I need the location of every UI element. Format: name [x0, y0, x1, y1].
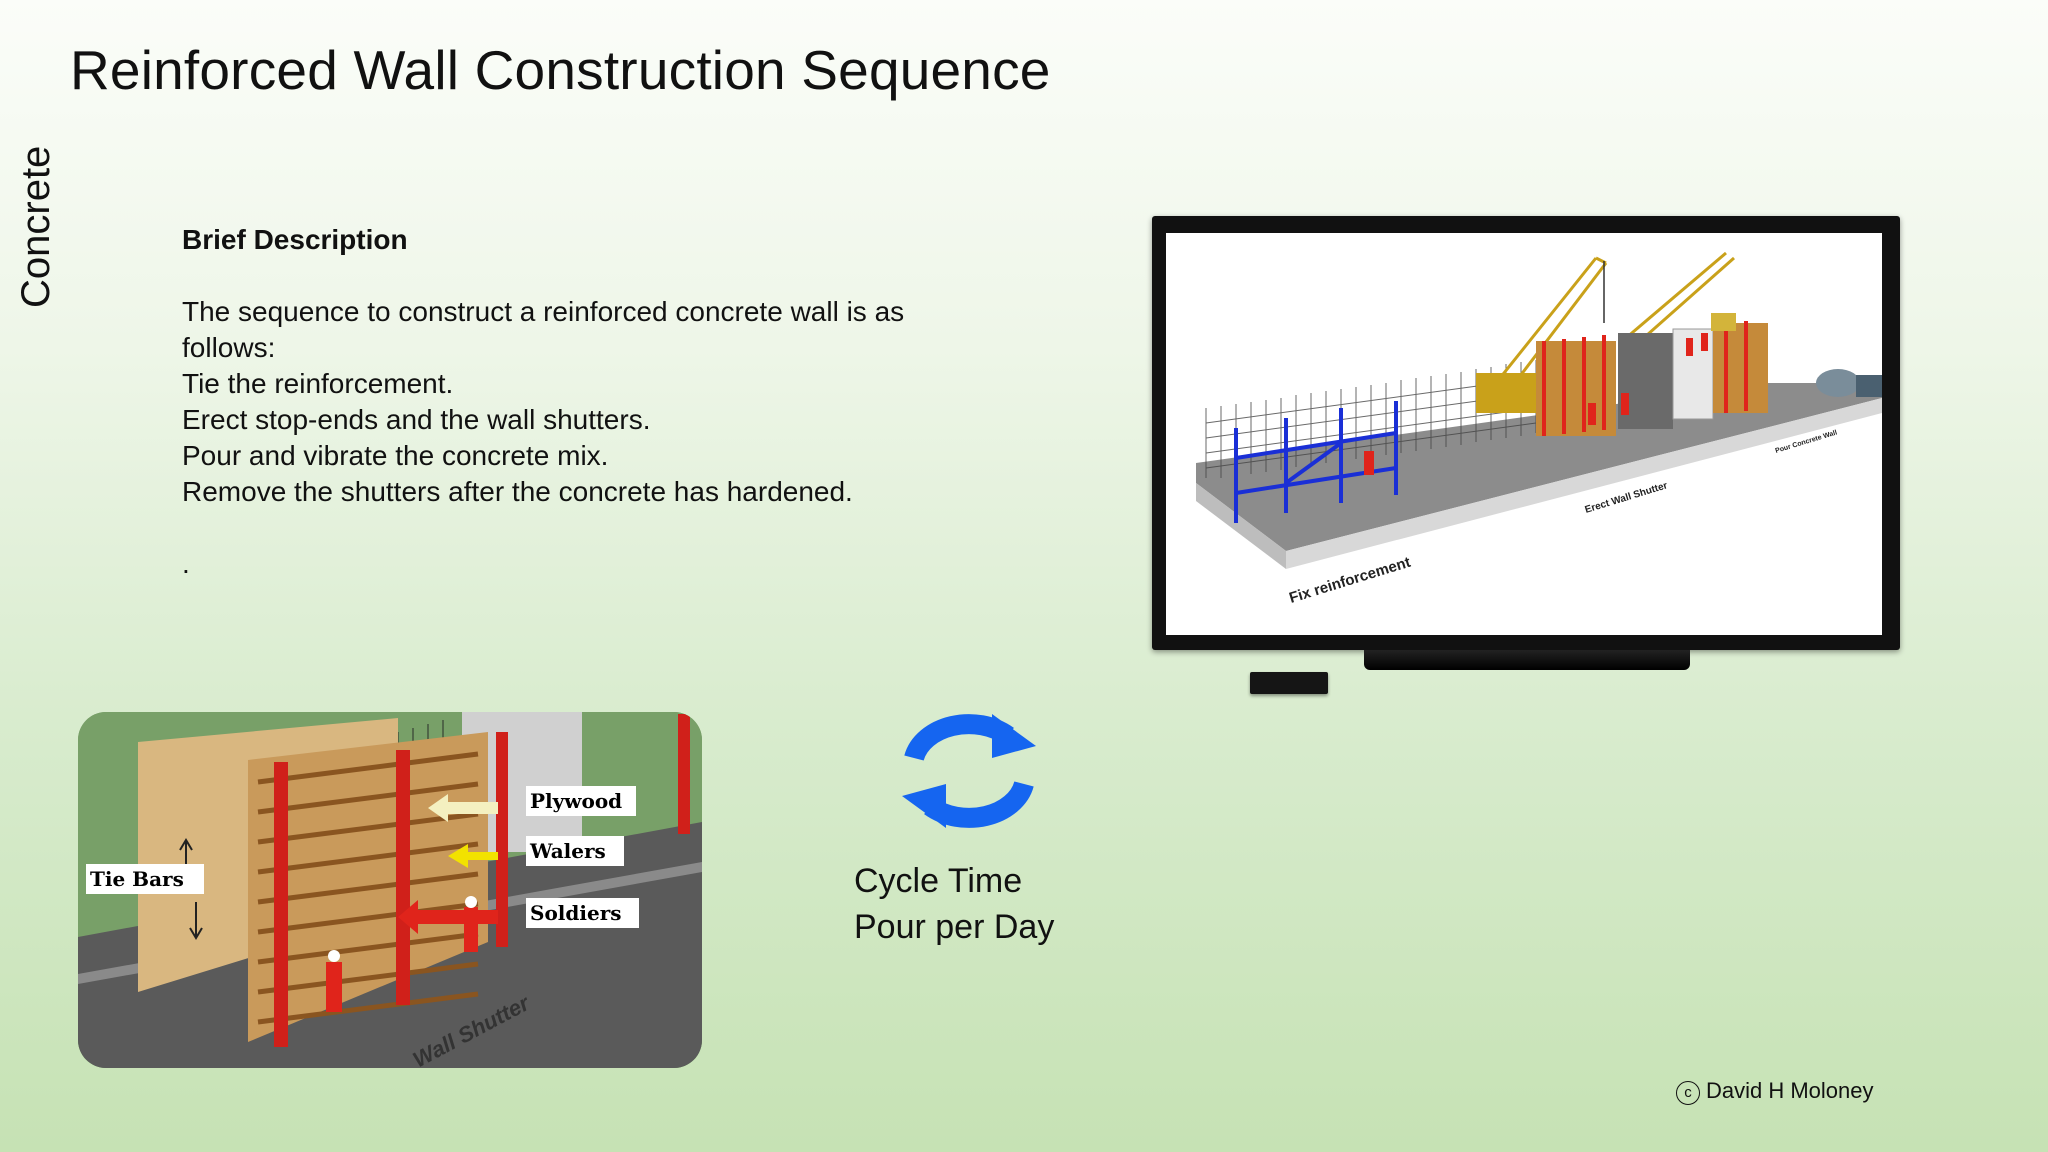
photo-reflection: [78, 1070, 702, 1152]
label-tie-bars: Tie Bars: [90, 867, 184, 891]
description-line: Remove the shutters after the concrete h…: [182, 476, 853, 507]
label-plywood: Plywood: [530, 789, 622, 813]
description-line: Tie the reinforcement.: [182, 368, 454, 399]
construction-site-svg: Fix reinforcement Erect Wall Shutter Pou…: [1196, 251, 1882, 607]
tv-video-frame[interactable]: Fix reinforcement Erect Wall Shutter Pou…: [1152, 216, 1900, 696]
tv-set-top-box: [1250, 672, 1328, 694]
refresh-cycle-icon: [896, 706, 1042, 836]
tv-stand: [1364, 650, 1690, 670]
cycle-time-label: Cycle Time: [854, 862, 1023, 900]
wall-shutter-svg: Plywood Walers Soldiers Tie Bars Wall Sh…: [78, 712, 702, 1068]
slide-title: Reinforced Wall Construction Sequence: [70, 39, 1051, 101]
copyright-icon: c: [1676, 1081, 1700, 1105]
pour-per-day-label: Pour per Day: [854, 908, 1055, 946]
description-line: The sequence to construct a reinforced c…: [182, 296, 905, 327]
author-name: David H Moloney: [1706, 1078, 1874, 1103]
section-label: Concrete: [14, 145, 58, 308]
label-walers: Walers: [529, 839, 606, 863]
description-heading: Brief Description: [182, 224, 408, 255]
construction-site-illustration: Fix reinforcement Erect Wall Shutter Pou…: [1166, 233, 1882, 635]
brief-description: Brief Description The sequence to constr…: [182, 222, 1002, 582]
wall-shutter-photo: Plywood Walers Soldiers Tie Bars Wall Sh…: [78, 712, 702, 1068]
description-line: Pour and vibrate the concrete mix.: [182, 440, 609, 471]
tv-bezel: Fix reinforcement Erect Wall Shutter Pou…: [1152, 216, 1900, 650]
description-trailing-dot: .: [182, 548, 190, 579]
cycle-text: Cycle Time Pour per Day: [854, 858, 1054, 950]
label-soldiers: Soldiers: [530, 901, 621, 925]
description-line: follows:: [182, 332, 276, 363]
description-line: Erect stop-ends and the wall shutters.: [182, 404, 651, 435]
